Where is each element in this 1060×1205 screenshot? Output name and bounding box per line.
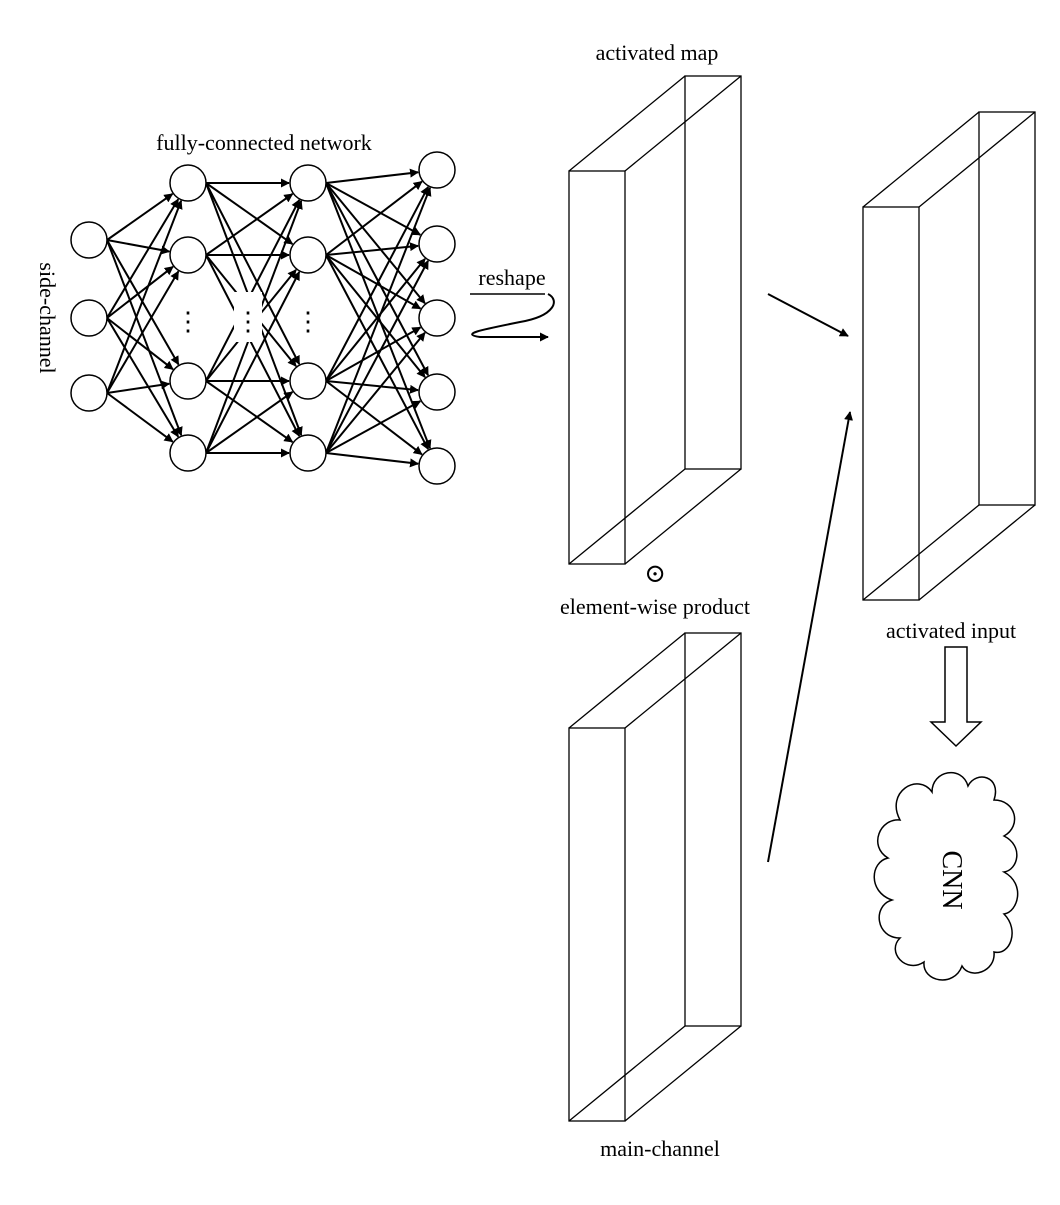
network-edge <box>325 186 430 382</box>
network-nodes <box>70 151 456 485</box>
activated-map-front-face <box>568 170 626 565</box>
network-edge <box>325 400 422 454</box>
network-edge <box>325 259 429 454</box>
network-node <box>70 299 108 337</box>
network-node <box>169 362 207 400</box>
network-node <box>169 236 207 274</box>
vertical-ellipsis: ⋮ <box>295 307 321 336</box>
network-node <box>418 299 456 337</box>
cnn-cloud-icon <box>873 771 1019 981</box>
activated-input-back-face <box>978 111 1036 506</box>
main-channel-back-face <box>684 632 742 1027</box>
network-edge <box>205 182 294 245</box>
network-edge <box>106 193 174 241</box>
reshape-squiggle-arrow <box>470 293 555 342</box>
network-edge <box>205 391 294 454</box>
network-edge <box>325 180 423 256</box>
network-node <box>70 374 108 412</box>
activated-input-label: activated input <box>886 618 1016 643</box>
network-ellipsis: ⋮ ⋮ ⋮ <box>174 292 322 342</box>
network-node <box>289 362 327 400</box>
network-edge <box>106 317 174 371</box>
reshape-wave <box>471 293 555 342</box>
down-arrow-to-cnn-icon <box>929 646 983 748</box>
element-wise-product-label: element-wise product <box>560 594 750 619</box>
network-node <box>169 434 207 472</box>
network-edge <box>106 380 171 394</box>
network-node <box>169 164 207 202</box>
vertical-ellipsis: ⋮ <box>235 307 261 336</box>
network-edge <box>325 380 423 456</box>
main-channel-front-face <box>568 727 626 1122</box>
network-edge <box>325 186 432 454</box>
network-edge <box>325 182 422 236</box>
network-edge <box>325 254 422 310</box>
activated-map-back-face <box>684 75 742 470</box>
main-channel-box <box>568 632 742 1122</box>
element-wise-product-symbol: ⊙ <box>644 559 666 588</box>
network-edge <box>106 392 174 443</box>
network-edge <box>205 199 301 382</box>
cnn-label: CNN <box>936 850 967 909</box>
reshape-label: reshape <box>478 265 545 290</box>
network-edge <box>205 271 301 454</box>
ellipsis-mask <box>234 292 262 342</box>
network-edge <box>325 452 420 468</box>
network-node <box>289 236 327 274</box>
network-edge <box>325 168 420 184</box>
network-edge <box>106 239 183 437</box>
network-edge <box>325 258 426 382</box>
activated-map-box <box>568 75 742 565</box>
vertical-ellipsis: ⋮ <box>175 307 201 336</box>
network-node <box>418 447 456 485</box>
network-node <box>289 164 327 202</box>
network-edge <box>205 254 301 437</box>
fully-connected-network-label: fully-connected network <box>156 130 372 155</box>
ellipsis-mask <box>294 292 322 342</box>
network-edge <box>325 326 422 382</box>
activated-map-label: activated map <box>596 40 719 65</box>
network-node <box>418 151 456 189</box>
network-node <box>418 225 456 263</box>
network-edge <box>325 242 419 256</box>
network-node <box>418 373 456 411</box>
network-node <box>289 434 327 472</box>
network-edge <box>325 331 426 454</box>
network-edge <box>106 265 174 319</box>
network-edge <box>106 317 180 438</box>
network-edge <box>205 182 301 365</box>
network-edge <box>106 199 183 394</box>
network-edge <box>205 193 294 256</box>
ellipsis-mask <box>174 292 202 342</box>
network-node <box>70 221 108 259</box>
main-channel-label: main-channel <box>600 1136 720 1161</box>
activated-input-box <box>862 111 1036 601</box>
network-edge <box>325 254 426 378</box>
main-to-input-arrow <box>767 411 853 863</box>
network-edge <box>106 239 171 255</box>
activated-input-front-face <box>862 206 920 601</box>
network-edge <box>325 182 429 377</box>
network-edge <box>325 380 419 394</box>
network-edge <box>325 182 426 305</box>
network-edge <box>106 270 180 394</box>
network-edge <box>106 198 180 319</box>
network-edges <box>106 168 432 468</box>
map-to-input-arrow <box>767 293 849 337</box>
network-edge <box>205 380 294 443</box>
side-channel-label: side-channel <box>35 262 60 373</box>
